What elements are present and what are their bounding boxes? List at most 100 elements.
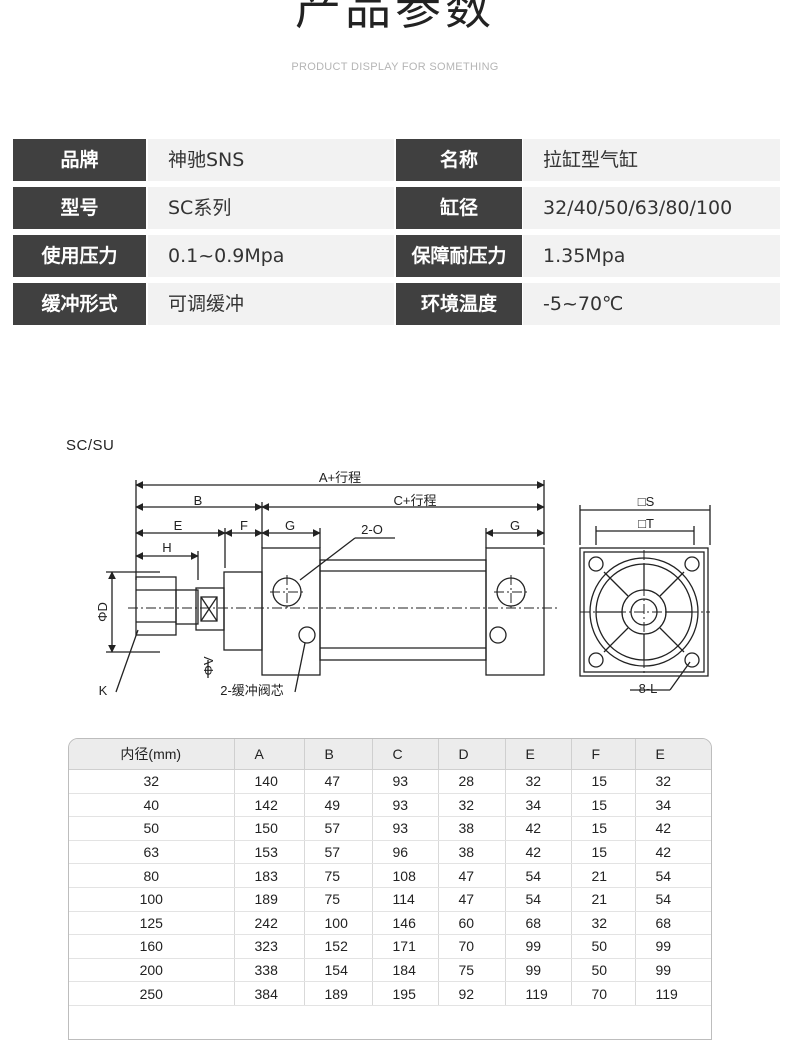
dim-label-valve: 2-缓冲阀芯: [220, 683, 284, 698]
dim-label-v: ΦV: [201, 656, 216, 675]
table-cell: 154: [304, 958, 373, 983]
column-header: E: [635, 739, 711, 770]
table-cell: 250: [69, 981, 235, 1006]
dim-label-a: A+行程: [319, 470, 361, 485]
table-cell: 70: [438, 934, 506, 959]
table-cell: 15: [571, 793, 636, 818]
table-cell: 63: [69, 840, 235, 865]
table-cell: 50: [571, 958, 636, 983]
table-cell: 60: [438, 911, 506, 936]
table-cell: 28: [438, 769, 506, 794]
table-cell: 183: [234, 863, 305, 888]
spec-value: 拉缸型气缸: [523, 139, 780, 181]
table-cell: 75: [438, 958, 506, 983]
spec-label: 品牌: [13, 139, 146, 181]
table-cell: 153: [234, 840, 305, 865]
table-cell: 75: [304, 863, 373, 888]
table-cell: 47: [304, 769, 373, 794]
table-cell: 34: [635, 793, 711, 818]
table-cell: 93: [372, 816, 439, 841]
spec-label: 缸径: [396, 187, 522, 229]
table-cell: 146: [372, 911, 439, 936]
table-cell: 100: [304, 911, 373, 936]
table-cell: 68: [505, 911, 572, 936]
table-cell: 21: [571, 863, 636, 888]
dim-label-b: B: [194, 493, 203, 508]
spec-value: -5~70℃: [523, 283, 780, 325]
dim-label-f: F: [240, 518, 248, 533]
table-cell: 50: [571, 934, 636, 959]
series-label: SC/SU: [66, 437, 115, 454]
table-cell: 323: [234, 934, 305, 959]
table-cell: 140: [234, 769, 305, 794]
spec-row: 缓冲形式 可调缓冲 环境温度 -5~70℃: [13, 283, 780, 325]
spec-label: 环境温度: [396, 283, 522, 325]
dim-label-d: ΦD: [95, 602, 110, 622]
table-cell: 119: [505, 981, 572, 1006]
column-header: C: [372, 739, 439, 770]
table-cell: 21: [571, 887, 636, 912]
table-cell: 119: [635, 981, 711, 1006]
table-cell: 49: [304, 793, 373, 818]
dim-label-g: G: [510, 518, 520, 533]
table-cell: 70: [571, 981, 636, 1006]
table-cell: 15: [571, 769, 636, 794]
table-cell: 100: [69, 887, 235, 912]
dim-label-c: C+行程: [394, 493, 437, 508]
table-cell: 99: [505, 958, 572, 983]
spec-value: 可调缓冲: [148, 283, 394, 325]
table-cell: 142: [234, 793, 305, 818]
table-cell: 99: [505, 934, 572, 959]
table-cell: 93: [372, 793, 439, 818]
table-cell: 32: [438, 793, 506, 818]
table-cell: 171: [372, 934, 439, 959]
page-title: 产品参数: [295, 0, 495, 35]
table-cell: 195: [372, 981, 439, 1006]
table-cell: 93: [372, 769, 439, 794]
column-header: D: [438, 739, 506, 770]
spec-value: 0.1~0.9Mpa: [148, 235, 394, 277]
table-cell: 99: [635, 958, 711, 983]
table-cell: 47: [438, 887, 506, 912]
table-cell: 150: [234, 816, 305, 841]
table-cell: 47: [438, 863, 506, 888]
table-cell: 152: [304, 934, 373, 959]
table-cell: 189: [304, 981, 373, 1006]
table-cell: 40: [69, 793, 235, 818]
table-cell: 125: [69, 911, 235, 936]
column-header: B: [304, 739, 373, 770]
table-cell: 32: [69, 769, 235, 794]
table-cell: 32: [571, 911, 636, 936]
table-cell: 75: [304, 887, 373, 912]
table-cell: 38: [438, 816, 506, 841]
table-cell: 32: [505, 769, 572, 794]
table-cell: 57: [304, 816, 373, 841]
spec-label: 缓冲形式: [13, 283, 146, 325]
spec-row: 品牌 神驰SNS 名称 拉缸型气缸: [13, 139, 780, 181]
table-cell: 68: [635, 911, 711, 936]
column-header: F: [571, 739, 636, 770]
table-cell: 34: [505, 793, 572, 818]
spec-label: 型号: [13, 187, 146, 229]
dim-label-e: E: [174, 518, 183, 533]
table-cell: 184: [372, 958, 439, 983]
dim-label-h: H: [162, 540, 171, 555]
spec-value: SC系列: [148, 187, 394, 229]
spec-label: 名称: [396, 139, 522, 181]
spec-row: 使用压力 0.1~0.9Mpa 保障耐压力 1.35Mpa: [13, 235, 780, 277]
spec-value: 1.35Mpa: [523, 235, 780, 277]
table-cell: 242: [234, 911, 305, 936]
table-cell: 96: [372, 840, 439, 865]
table-cell: 200: [69, 958, 235, 983]
table-cell: 42: [635, 816, 711, 841]
